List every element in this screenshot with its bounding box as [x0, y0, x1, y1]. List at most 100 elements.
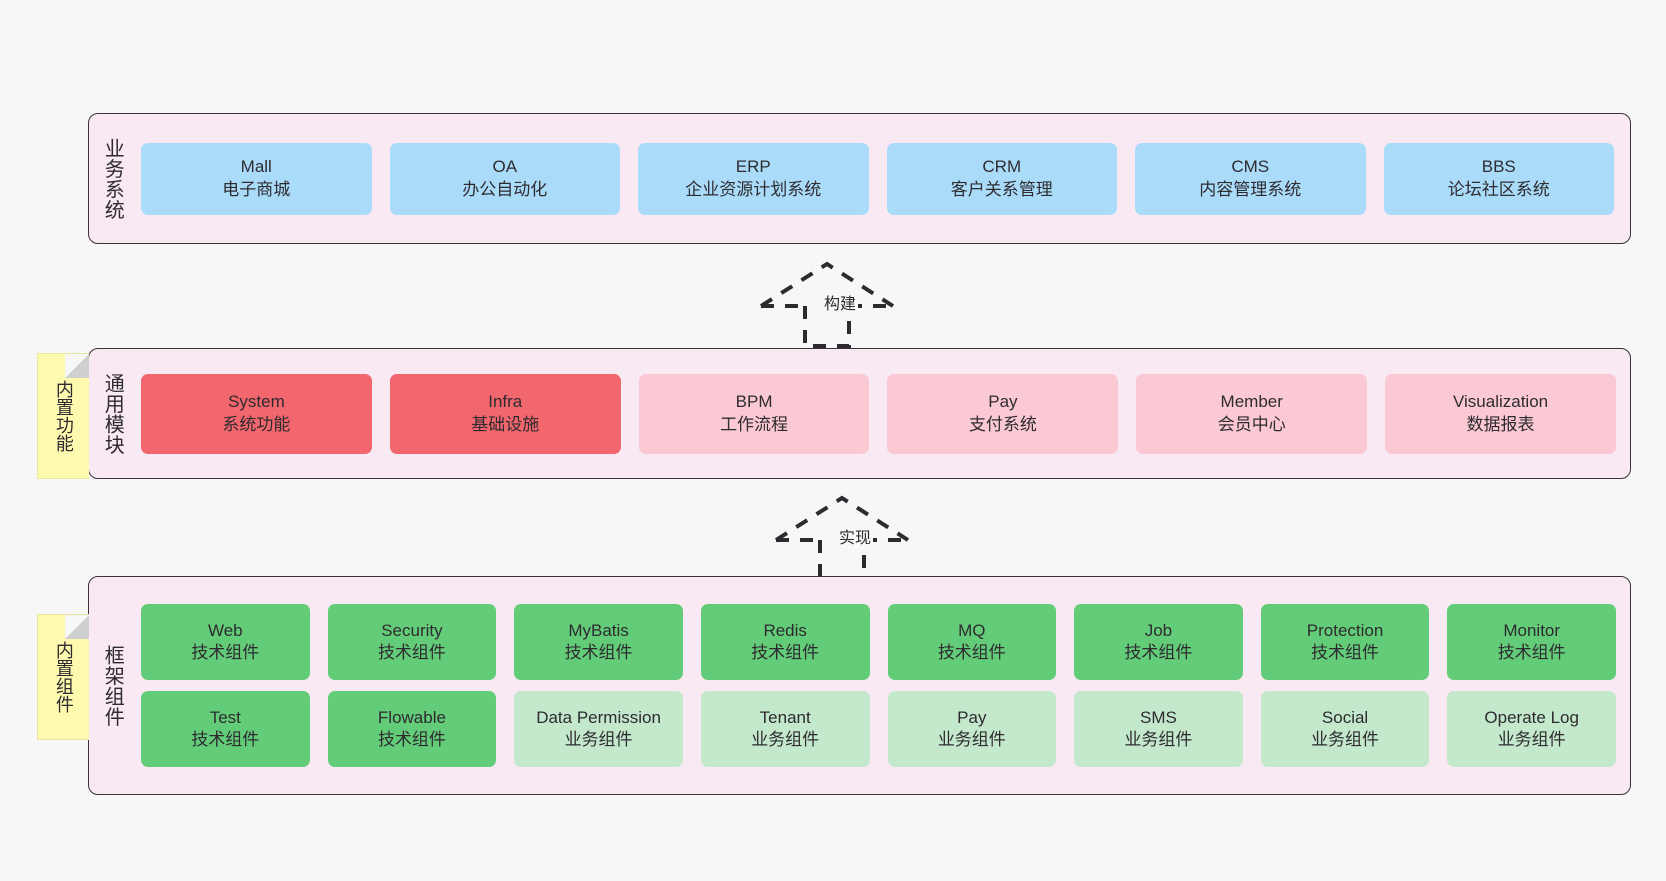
card-protection[interactable]: Protection 技术组件 [1260, 604, 1430, 680]
card-grid-business: Mall 电子商城 OA 办公自动化 ERP 企业资源计划系统 CRM 客户关系… [135, 114, 1630, 243]
note-builtin-features: 内置功能 [37, 353, 89, 479]
card-title: BPM [735, 392, 773, 412]
card-mq[interactable]: MQ 技术组件 [887, 604, 1057, 680]
card-title: ERP [735, 157, 771, 177]
note-builtin-components: 内置组件 [37, 614, 89, 740]
card-title: Flowable [377, 707, 446, 727]
arrow-label-build: 构建 [822, 296, 859, 314]
card-title: MQ [958, 620, 986, 640]
card-title: Pay [988, 392, 1018, 412]
card-operate-log[interactable]: Operate Log 业务组件 [1447, 691, 1616, 767]
card-title: Member [1220, 392, 1283, 412]
card-web[interactable]: Web 技术组件 [141, 604, 310, 680]
card-title: Infra [488, 392, 523, 412]
card-subtitle: 办公自动化 [462, 179, 548, 199]
card-title: Social [1321, 707, 1369, 727]
card-subtitle: 技术组件 [191, 730, 260, 749]
card-subtitle: 基础设施 [471, 414, 540, 434]
card-title: Test [209, 707, 241, 727]
arrow-build: 构建 [757, 258, 897, 348]
card-title: Operate Log [1484, 707, 1579, 727]
layer-framework-components: 框架组件 Web 技术组件 Security 技术组件 MyBatis 技术组件… [88, 576, 1631, 795]
card-data-permission[interactable]: Data Permission 业务组件 [514, 691, 683, 767]
card-subtitle: 系统功能 [222, 414, 291, 434]
arrow-implement: 实现 [772, 492, 912, 582]
card-visualization[interactable]: Visualization 数据报表 [1385, 373, 1616, 454]
card-test[interactable]: Test 技术组件 [141, 691, 310, 767]
card-mybatis[interactable]: MyBatis 技术组件 [514, 604, 683, 680]
card-subtitle: 技术组件 [1497, 643, 1566, 662]
card-bbs[interactable]: BBS 论坛社区系统 [1383, 142, 1614, 215]
card-title: OA [492, 157, 518, 177]
card-subtitle: 客户关系管理 [950, 179, 1053, 199]
arrow-label-implement: 实现 [837, 530, 874, 548]
card-subtitle: 业务组件 [1311, 730, 1380, 749]
card-title: Monitor [1503, 620, 1561, 640]
card-subtitle: 技术组件 [377, 643, 446, 662]
card-subtitle: 业务组件 [751, 730, 820, 749]
card-subtitle: 电子商城 [222, 179, 291, 199]
card-bpm[interactable]: BPM 工作流程 [638, 373, 870, 454]
card-grid-common: System 系统功能 Infra 基础设施 BPM 工作流程 Pay 支付系统… [135, 349, 1630, 478]
note-label: 内置功能 [53, 380, 74, 452]
card-title: Visualization [1452, 392, 1549, 412]
card-erp[interactable]: ERP 企业资源计划系统 [638, 142, 869, 215]
card-oa[interactable]: OA 办公自动化 [389, 142, 620, 215]
card-title: MyBatis [568, 620, 629, 640]
card-title: Tenant [759, 707, 811, 727]
layer-business-systems: 业务系统 Mall 电子商城 OA 办公自动化 ERP 企业资源计划系统 CRM… [88, 113, 1631, 244]
card-subtitle: 技术组件 [564, 643, 633, 662]
card-sms[interactable]: SMS 业务组件 [1074, 691, 1243, 767]
card-security[interactable]: Security 技术组件 [327, 604, 497, 680]
card-flowable[interactable]: Flowable 技术组件 [327, 691, 497, 767]
card-title: System [228, 392, 285, 412]
note-label: 内置组件 [53, 641, 74, 713]
card-title: Mall [240, 157, 272, 177]
card-pay-module[interactable]: Pay 支付系统 [887, 373, 1119, 454]
card-title: Redis [763, 620, 807, 640]
card-subtitle: 论坛社区系统 [1447, 179, 1550, 199]
card-redis[interactable]: Redis 技术组件 [700, 604, 870, 680]
layer-title-business: 业务系统 [101, 137, 124, 220]
card-row: Test 技术组件 Flowable 技术组件 Data Permission … [141, 691, 1616, 767]
card-row: System 系统功能 Infra 基础设施 BPM 工作流程 Pay 支付系统… [141, 373, 1616, 454]
card-title: CRM [982, 157, 1022, 177]
layer-title-common: 通用模块 [101, 372, 124, 455]
card-job[interactable]: Job 技术组件 [1074, 604, 1243, 680]
card-title: BBS [1481, 157, 1516, 177]
card-monitor[interactable]: Monitor 技术组件 [1447, 604, 1616, 680]
card-subtitle: 技术组件 [377, 730, 446, 749]
card-member[interactable]: Member 会员中心 [1136, 373, 1368, 454]
card-system[interactable]: System 系统功能 [141, 373, 372, 454]
card-social[interactable]: Social 业务组件 [1260, 691, 1430, 767]
card-subtitle: 技术组件 [191, 643, 260, 662]
card-subtitle: 内容管理系统 [1199, 179, 1302, 199]
layer-title-framework: 框架组件 [101, 644, 124, 727]
card-tenant[interactable]: Tenant 业务组件 [700, 691, 870, 767]
card-subtitle: 数据报表 [1466, 414, 1535, 434]
card-title: Job [1144, 620, 1173, 640]
card-subtitle: 支付系统 [968, 414, 1037, 434]
card-subtitle: 技术组件 [937, 643, 1006, 662]
card-pay-component[interactable]: Pay 业务组件 [887, 691, 1057, 767]
card-subtitle: 会员中心 [1217, 414, 1286, 434]
card-grid-framework: Web 技术组件 Security 技术组件 MyBatis 技术组件 Redi… [135, 577, 1630, 794]
card-row: Web 技术组件 Security 技术组件 MyBatis 技术组件 Redi… [141, 604, 1616, 680]
card-subtitle: 业务组件 [1497, 730, 1566, 749]
card-title: Security [381, 620, 443, 640]
layer-common-modules: 通用模块 System 系统功能 Infra 基础设施 BPM 工作流程 Pay… [88, 348, 1631, 479]
card-subtitle: 工作流程 [720, 414, 789, 434]
card-infra[interactable]: Infra 基础设施 [389, 373, 621, 454]
card-subtitle: 技术组件 [751, 643, 820, 662]
card-mall[interactable]: Mall 电子商城 [141, 142, 372, 215]
card-subtitle: 业务组件 [937, 730, 1006, 749]
card-cms[interactable]: CMS 内容管理系统 [1135, 142, 1366, 215]
card-row: Mall 电子商城 OA 办公自动化 ERP 企业资源计划系统 CRM 客户关系… [141, 142, 1614, 215]
card-title: Pay [957, 707, 987, 727]
card-subtitle: 业务组件 [1124, 730, 1193, 749]
card-subtitle: 技术组件 [1311, 643, 1380, 662]
card-subtitle: 技术组件 [1124, 643, 1193, 662]
card-title: SMS [1140, 707, 1177, 727]
card-crm[interactable]: CRM 客户关系管理 [886, 142, 1117, 215]
